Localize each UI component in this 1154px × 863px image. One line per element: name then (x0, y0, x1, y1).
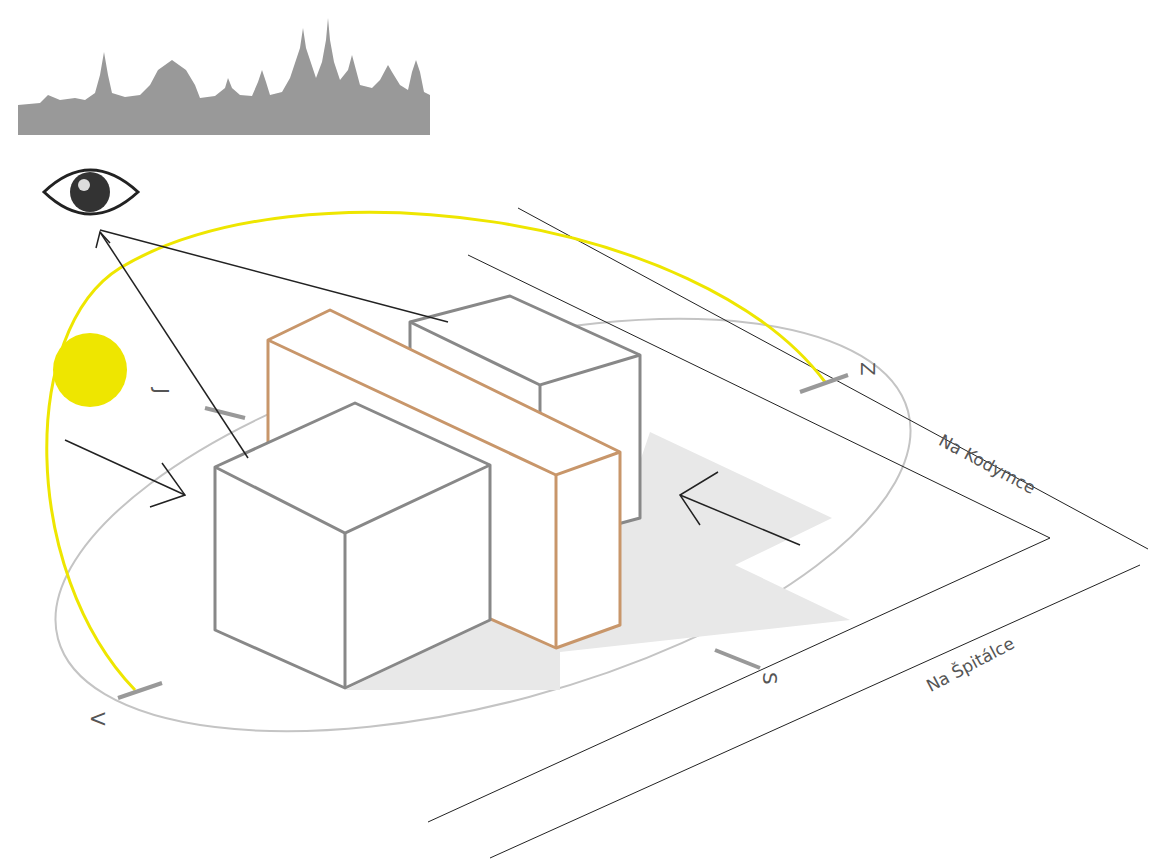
front-building (215, 403, 490, 688)
front-building-edge (344, 533, 347, 688)
compass-letter: S (760, 672, 780, 685)
sight-lines (96, 230, 448, 458)
city-skyline (18, 18, 430, 135)
compass-letter: J (152, 388, 172, 394)
new-building-edge (555, 475, 558, 648)
eye-icon (44, 170, 138, 214)
sun-path (47, 212, 825, 690)
compass-letter: Z (858, 362, 878, 376)
street-name: Na Kodymce (936, 432, 1038, 497)
sun (53, 333, 127, 407)
site-orbit (12, 239, 954, 811)
street-name: Na Špitálce (924, 635, 1017, 695)
front-building-edge (215, 465, 490, 533)
compass-letter: V (88, 712, 108, 726)
wind-arrows (65, 440, 800, 545)
